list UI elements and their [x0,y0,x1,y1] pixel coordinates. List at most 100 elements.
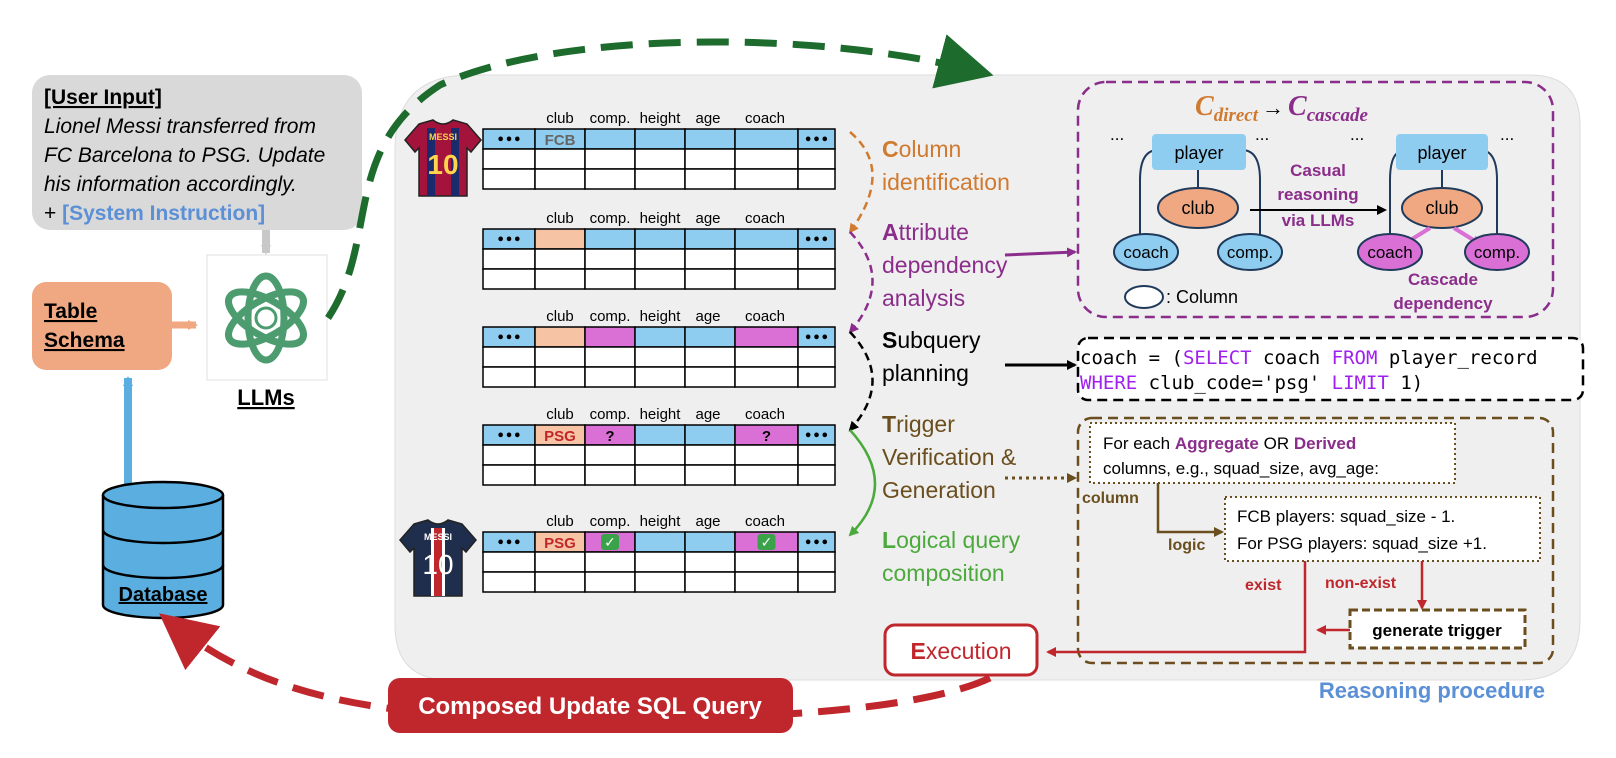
table-cell [684,444,736,466]
svg-text:10: 10 [427,149,458,180]
table-cell [534,444,586,466]
table-cell [534,168,586,190]
table-cell [734,168,799,190]
table-cell [482,571,536,593]
svg-text:comp.: comp. [1227,243,1273,262]
table-cell [482,444,536,466]
svg-text:Attribute: Attribute [882,219,969,245]
svg-text:dependency: dependency [1393,294,1493,313]
reasoning-label: Reasoning procedure [1319,678,1545,703]
table-cell [634,228,686,250]
step-arrow-logical [848,429,877,537]
check-icon [601,534,619,550]
user-input-box [32,75,362,230]
table-cell [634,346,686,368]
table-cell [584,366,636,388]
table-header: age [695,110,720,127]
table-cell [734,551,799,573]
table-cell [584,228,636,250]
aggregate-line-1: For each Aggregate OR Derived [1103,434,1356,453]
table-cell [534,346,586,368]
table-cell [482,148,536,170]
sql-box [1076,336,1585,402]
table-cell [482,366,536,388]
table-cell [534,248,586,270]
table-ellipsis: ••• [804,429,829,444]
table-cell [634,444,686,466]
table-cell [684,268,736,290]
table-cell [684,326,736,348]
svg-text:...: ... [1350,125,1364,144]
svg-text:dependency: dependency [882,252,1008,278]
table-cell-value: ? [762,428,771,445]
table-ellipsis: ••• [804,233,829,248]
llm-to-reasoning-arrow [325,34,994,320]
table-cell [634,531,686,553]
non-exist-label: non-exist [1325,575,1397,592]
svg-text:MESSI: MESSI [424,532,452,542]
table-cell [482,551,536,573]
table-cell [797,366,836,388]
step-logical-composition: Logical query composition [882,527,1021,586]
table-header: age [695,513,720,530]
trigger-panel [1076,416,1555,665]
table-cell [734,268,799,290]
table-cell [734,228,799,250]
table-cell [584,268,636,290]
generate-trigger-label: generate trigger [1372,621,1502,640]
table-header: height [640,513,682,530]
logic-connector [1156,483,1224,537]
table-cell [634,326,686,348]
table-cell [482,268,536,290]
table-header: comp. [590,210,631,227]
svg-text:coach: coach [1123,243,1168,262]
table-header: comp. [590,406,631,423]
svg-text:MESSI: MESSI [429,132,457,142]
svg-text:club: club [1425,198,1458,218]
table-header: coach [745,513,785,530]
check-mark: ✓ [761,535,773,551]
table-cell [684,464,736,486]
step-arrow-subquery [848,331,874,432]
llms-label: LLMs [237,385,294,410]
table-cell-value: PSG [544,428,576,445]
table-header: age [695,406,720,423]
table-header: height [640,110,682,127]
dependency-panel [1076,80,1555,319]
logic-label: logic [1168,537,1205,554]
table-cell [797,248,836,270]
table-header: comp. [590,308,631,325]
table-ellipsis: ••• [804,133,829,148]
table-ellipsis: ••• [804,331,829,346]
aggregate-box [1089,422,1456,484]
database-label: Database [119,584,208,606]
llm-logo-icon [225,272,307,364]
table-cell [534,326,586,348]
jersey-psg-icon: MESSI 10 [399,519,477,597]
table-cell [584,168,636,190]
column-legend: : Column [1124,285,1238,309]
column-label: column [1082,490,1139,507]
table-cell [734,464,799,486]
table-cell [797,148,836,170]
svg-text:player: player [1174,143,1223,163]
table-header: age [695,308,720,325]
user-input-line-2: FC Barcelona to PSG. Update [44,144,325,167]
table-cell [584,571,636,593]
table-cell [684,168,736,190]
sql-line-2: WHERE club_code='psg' LIMIT 1) [1080,372,1423,394]
svg-text:Generation: Generation [882,477,996,503]
table-cell [684,128,736,150]
table-header: coach [745,210,785,227]
svg-text:10: 10 [422,549,453,580]
table-cell [684,346,736,368]
user-input-heading: [User Input] [44,86,162,109]
table-cell [634,148,686,170]
table-ellipsis: ••• [804,536,829,551]
step-subquery-planning: Subquery planning [882,327,981,386]
jersey-fcb-icon: MESSI 10 [404,119,482,197]
table-cell [634,366,686,388]
table-cell [684,571,736,593]
table-cell [534,148,586,170]
